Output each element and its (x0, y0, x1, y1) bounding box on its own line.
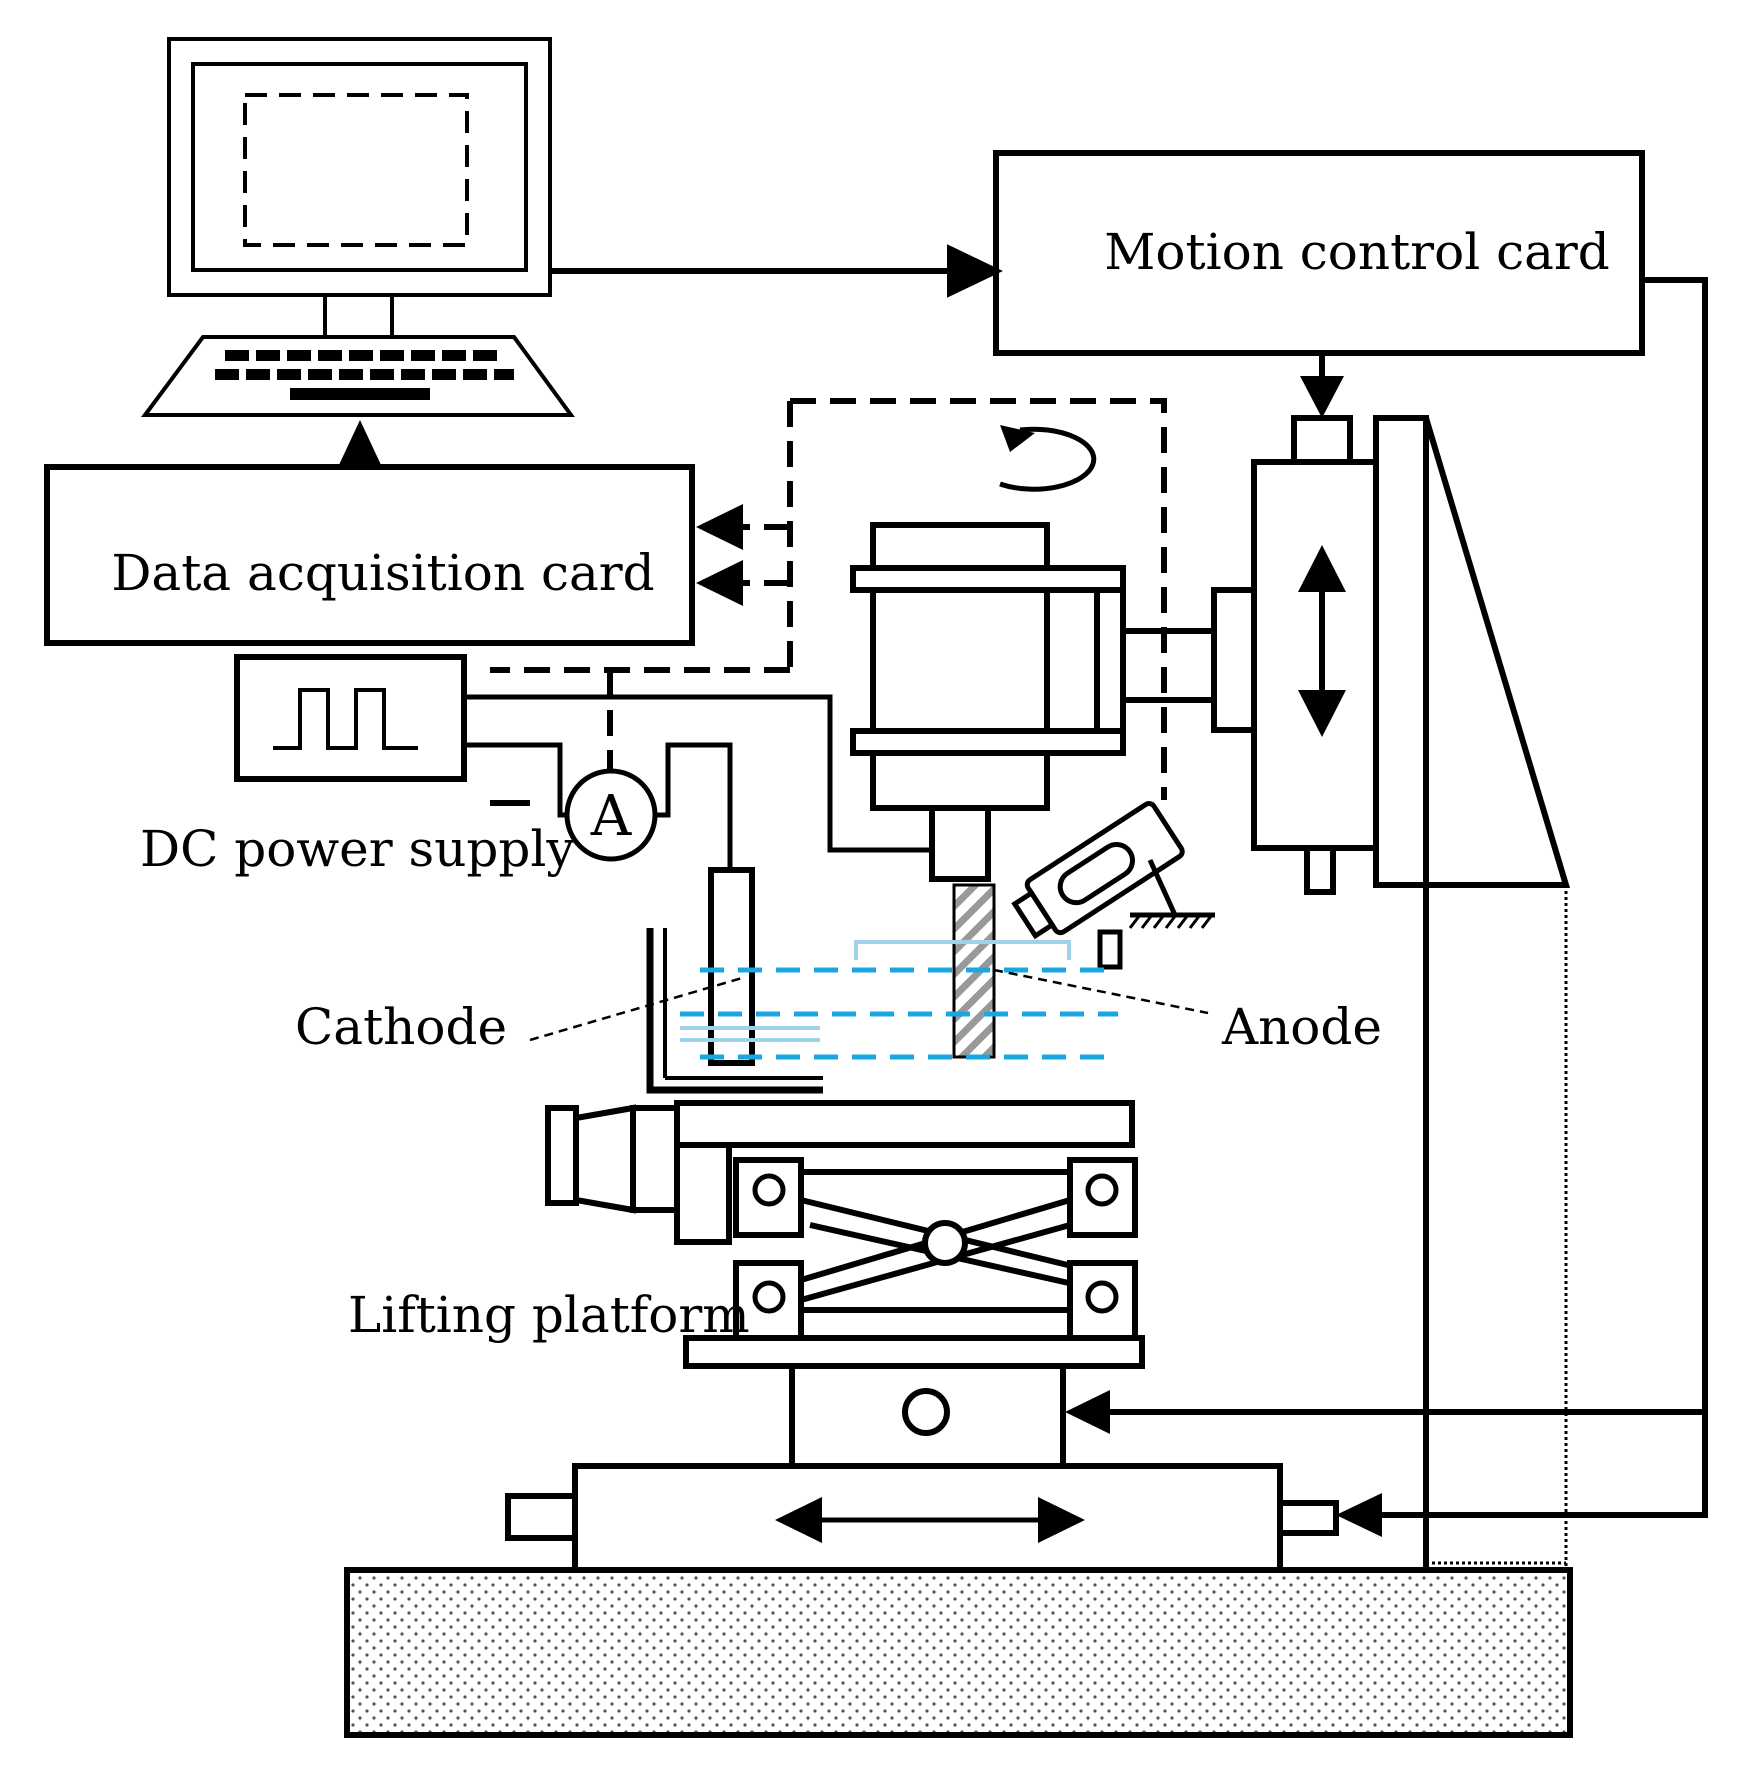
cathode-electrode (708, 867, 755, 1066)
spindle-motor (850, 522, 1214, 882)
data-acquisition-card-box: Data acquisition card (44, 464, 695, 646)
vertical-motion-arrow (1298, 545, 1346, 737)
ammeter-label: A (590, 784, 632, 849)
computer-monitor-icon (167, 37, 552, 297)
data-acquisition-card-label: Data acquisition card (111, 544, 654, 602)
camera-icon (1011, 801, 1215, 940)
keyboard-keys (215, 350, 514, 400)
keyboard-icon (141, 335, 575, 417)
motion-control-card-box: Motion control card (993, 150, 1645, 356)
cathode-bracket (646, 928, 823, 1094)
rotation-arrow-icon (999, 425, 1097, 492)
lifting-platform (505, 1100, 1339, 1573)
computer (141, 37, 575, 417)
square-wave-icon (273, 688, 418, 750)
dc-power-supply-label: DC power supply (140, 820, 575, 878)
anode-label: Anode (1221, 998, 1382, 1056)
cathode-label: Cathode (295, 998, 507, 1056)
lifting-platform-label: Lifting platform (348, 1286, 750, 1344)
dc-power-supply: DC power supply (140, 654, 575, 878)
motion-control-card-label: Motion control card (1104, 223, 1610, 281)
ammeter-icon: A (564, 768, 658, 862)
machine-base (344, 1567, 1573, 1738)
horizontal-motion-arrow (775, 1497, 1085, 1543)
z-axis-slide (1211, 415, 1571, 895)
electrolyte (680, 940, 1118, 1060)
